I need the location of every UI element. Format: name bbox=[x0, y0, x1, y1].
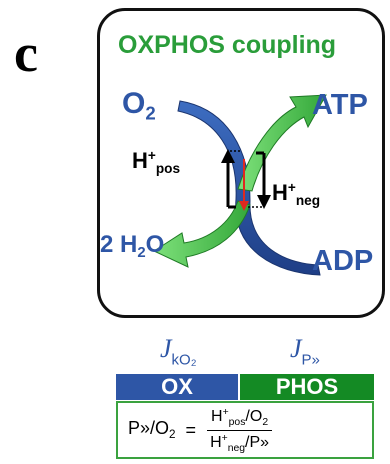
atp-label: ATP bbox=[312, 89, 368, 121]
h-pos-label: H+pos bbox=[132, 148, 181, 176]
diagram-frame: OXPHOS coupling bbox=[97, 8, 385, 318]
ox-arrow-green bbox=[152, 200, 251, 268]
coupling-diagram bbox=[152, 94, 327, 276]
flux-ox-label: JkO₂ bbox=[160, 334, 197, 369]
adp-label: ADP bbox=[312, 245, 374, 277]
coupling-ratio-box: P»/O2 = H+pos/O2 H+neg/P» bbox=[116, 401, 374, 459]
h2o-label: 2 H2O bbox=[100, 231, 165, 262]
ratio-fraction: H+pos/O2 H+neg/P» bbox=[206, 407, 273, 454]
ratio-equals: = bbox=[185, 419, 197, 440]
ox-bar: OX bbox=[116, 374, 238, 400]
panel-letter: c bbox=[14, 23, 38, 83]
ratio-denominator: H+neg/P» bbox=[210, 432, 270, 454]
phos-bar: PHOS bbox=[240, 374, 374, 400]
ratio-left: P»/O2 bbox=[128, 418, 176, 442]
diagram-title: OXPHOS coupling bbox=[118, 31, 337, 59]
o2-label: O2 bbox=[122, 87, 156, 124]
flux-phos-label: JP» bbox=[290, 334, 320, 369]
ratio-numerator: H+pos/O2 bbox=[207, 407, 273, 431]
h-neg-label: H+neg bbox=[272, 180, 321, 208]
